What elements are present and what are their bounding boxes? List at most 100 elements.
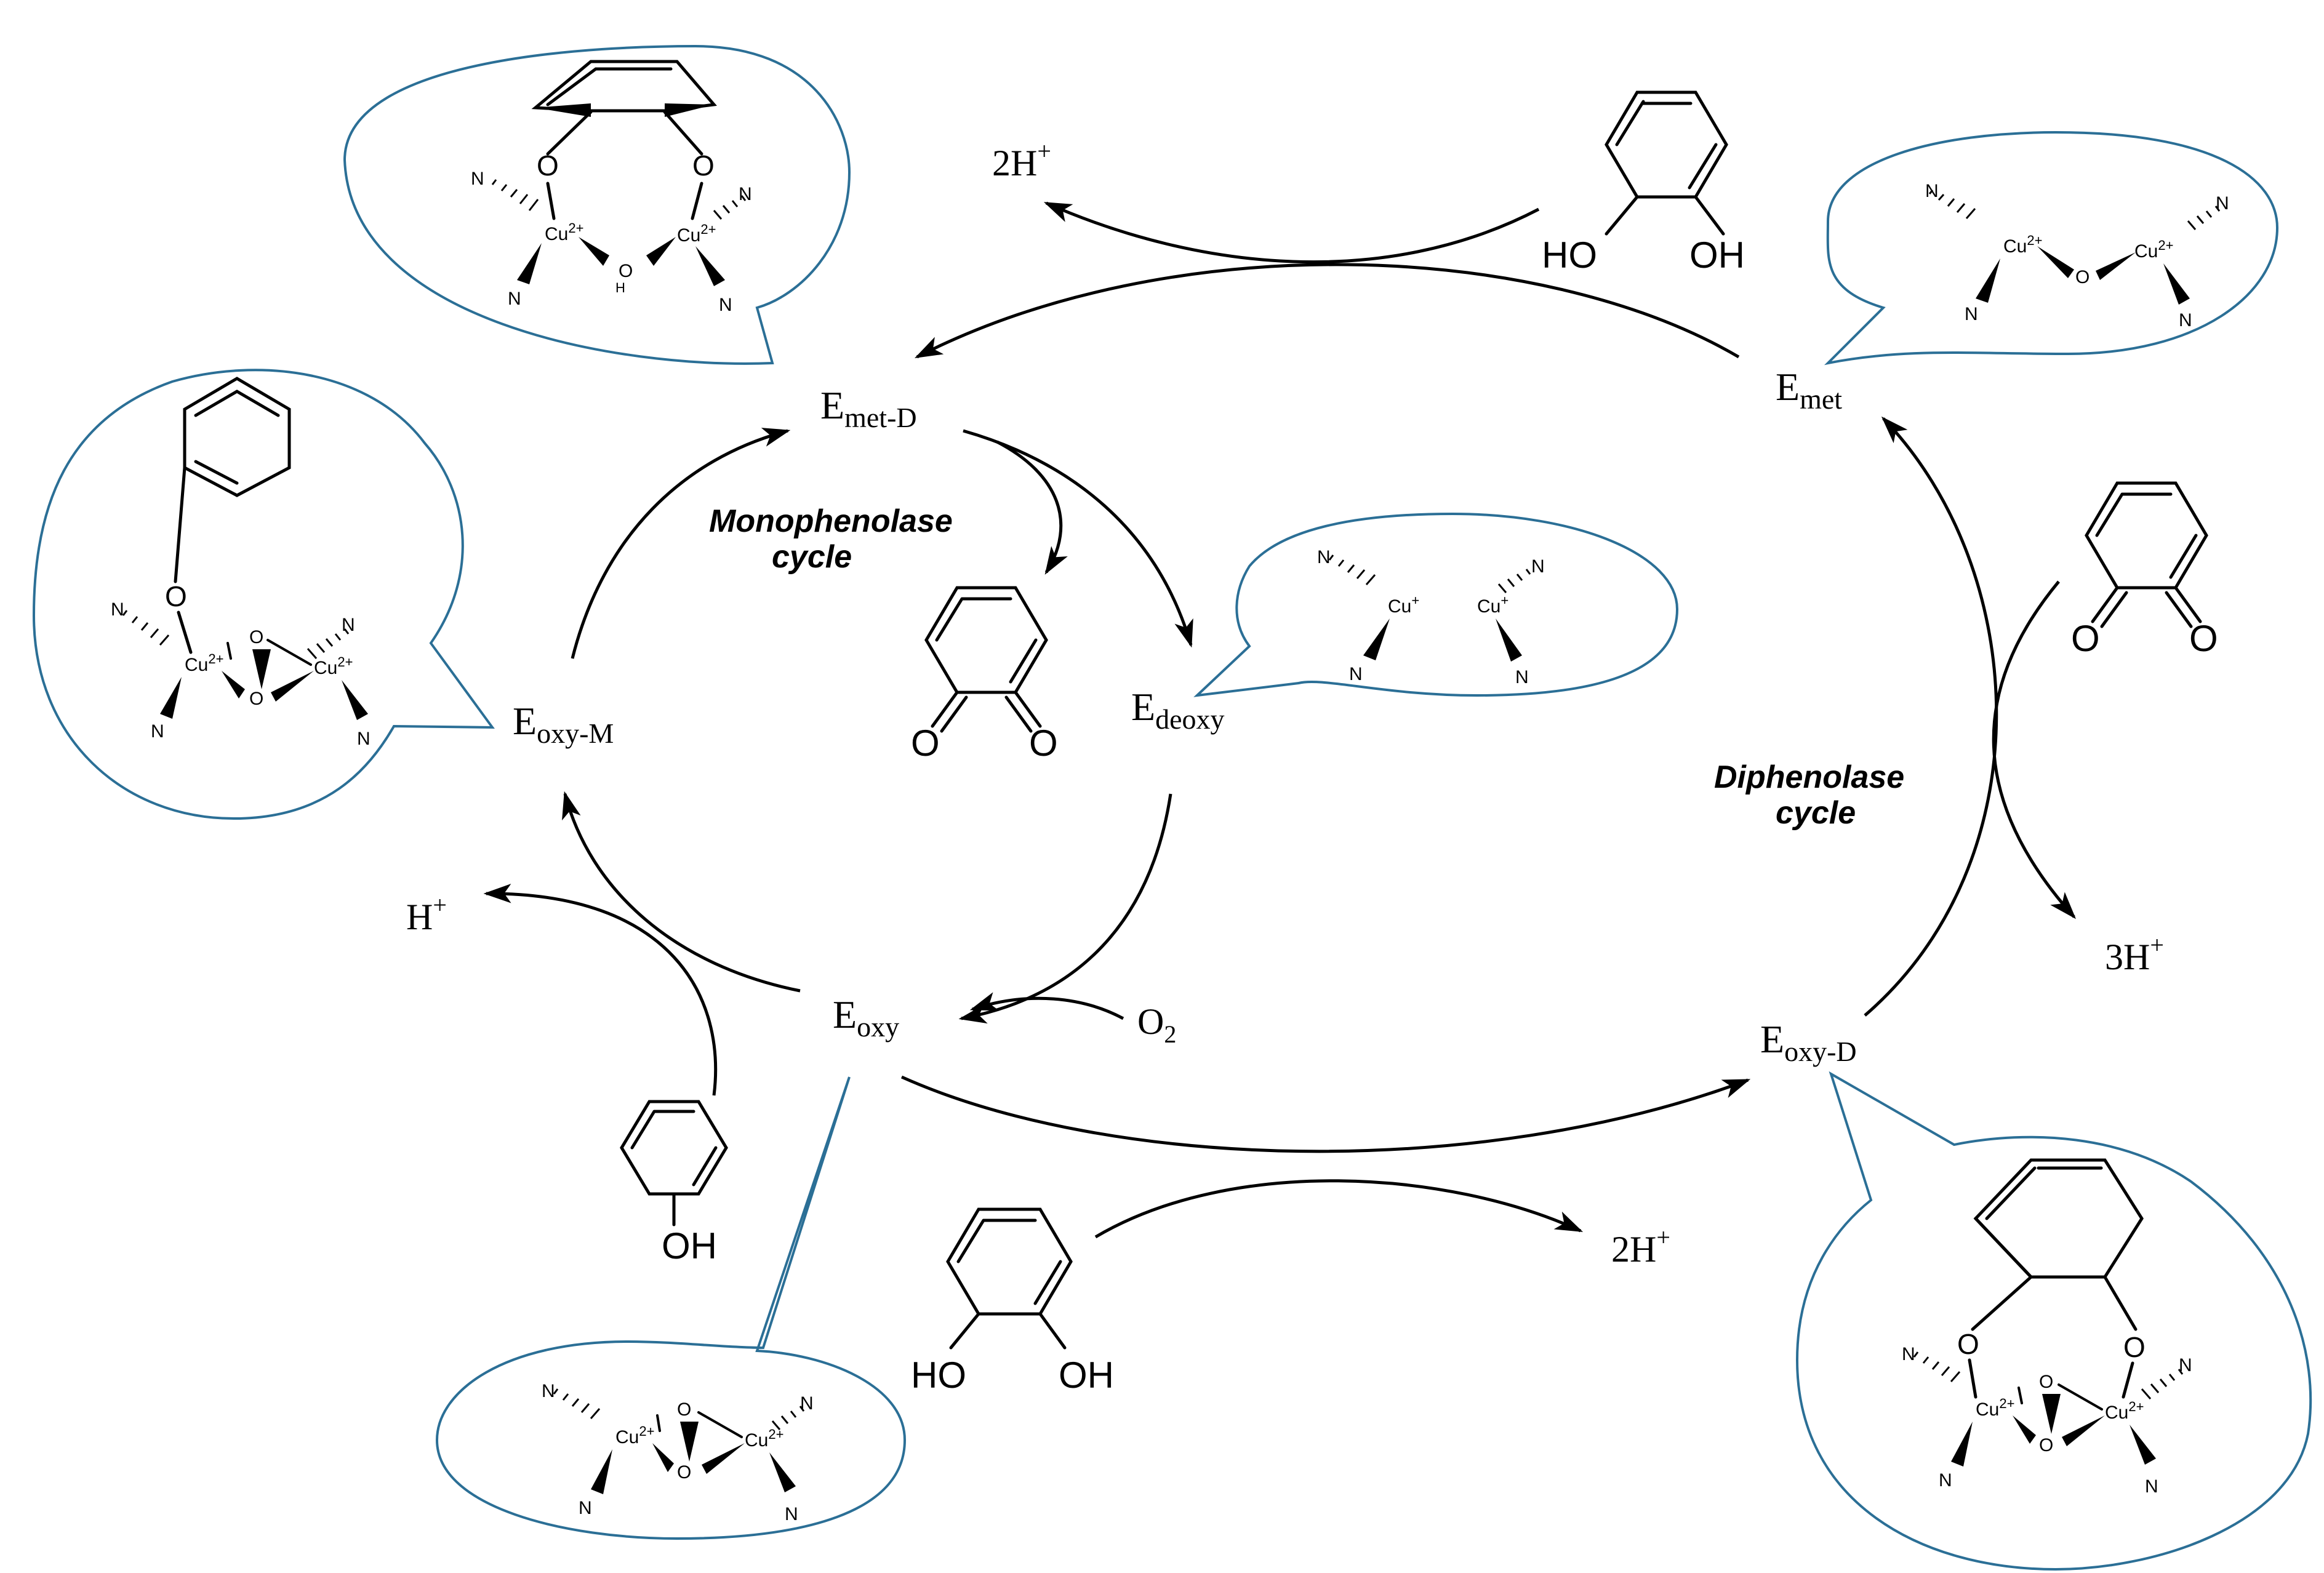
arrow-catechol-to-2h-top xyxy=(1043,201,1540,264)
deoxy-n4: N xyxy=(1515,667,1529,687)
arrow-oxy-m-to-met-d xyxy=(571,428,791,659)
diphenolase-label-line1: Diphenolase xyxy=(1714,759,1904,795)
species-3h: 3H+ xyxy=(2105,931,2164,977)
catechol-bottom-structure: HO OH xyxy=(911,1207,1114,1396)
catechol-top-oh-left: HO xyxy=(1542,234,1597,276)
phenol-oh: OH xyxy=(662,1225,717,1267)
met-d-oh-o: O xyxy=(619,261,633,281)
met-d-n2: N xyxy=(739,184,752,204)
catechol-top-structure: HO OH xyxy=(1542,90,1745,276)
bubble-oxy-complex xyxy=(435,1076,907,1540)
deoxy-n3: N xyxy=(1349,664,1363,684)
arrow-quinone-to-3h xyxy=(1992,580,2076,919)
bubble-met-complex xyxy=(1824,130,2279,366)
oxy-d-cu-left: Cu2+ xyxy=(1976,1396,2014,1420)
oxy-n1: N xyxy=(542,1381,555,1401)
oxy-m-o-top: O xyxy=(249,627,263,647)
species-labels: 2H+ 2H+ 3H+ H+ O2 xyxy=(406,137,2164,1270)
oxy-d-n4: N xyxy=(2145,1476,2158,1497)
monophenolase-label-line1: Monophenolase xyxy=(709,503,953,539)
met-d-cu-right: Cu2+ xyxy=(677,222,716,246)
species-o2: O2 xyxy=(1137,1001,1176,1048)
o-quinone-middle-structure: O O xyxy=(911,586,1058,764)
met-n2: N xyxy=(2216,193,2229,214)
cycle-labels: Monophenolase cycle Diphenolase cycle xyxy=(709,503,1904,831)
met-complex-structure: N N Cu2+ Cu2+ O N N xyxy=(1925,181,2229,330)
o-quinone-right-structure: O O xyxy=(2071,481,2218,659)
bubble-met-d-complex xyxy=(343,44,851,365)
oxy-m-cu-left: Cu2+ xyxy=(185,651,223,675)
oxy-m-cu-right: Cu2+ xyxy=(314,654,353,678)
deoxy-n2: N xyxy=(1531,556,1545,577)
o-quinone-middle-o-right: O xyxy=(1029,722,1058,764)
species-2h-bottom: 2H+ xyxy=(1611,1223,1670,1270)
oxy-n4: N xyxy=(785,1504,798,1524)
met-d-n3: N xyxy=(508,289,521,309)
oxy-d-o-right: O xyxy=(2123,1331,2146,1363)
oxy-n3: N xyxy=(579,1498,592,1518)
met-d-cu-left: Cu2+ xyxy=(545,220,583,244)
species-2h-top: 2H+ xyxy=(992,137,1051,183)
bubble-deoxy-complex xyxy=(1193,512,1679,697)
oxy-m-n3: N xyxy=(151,721,164,742)
arrow-met-d-to-deoxy xyxy=(963,429,1193,648)
oxy-m-n2: N xyxy=(342,615,355,635)
state-e-oxy-d: Eoxy-D xyxy=(1760,1017,1857,1067)
oxy-d-o-left: O xyxy=(1957,1328,1979,1360)
arrow-oxy-d-to-met xyxy=(1864,416,1998,1017)
species-h: H+ xyxy=(406,891,447,937)
oxy-o-top: O xyxy=(677,1399,691,1420)
oxy-m-complex-structure: O N N Cu2+ Cu2+ O O N N xyxy=(111,377,371,749)
diphenolase-label-line2: cycle xyxy=(1776,795,1856,831)
met-cu-right: Cu2+ xyxy=(2134,238,2173,262)
met-n1: N xyxy=(1925,181,1939,201)
arrow-o2-to-oxy xyxy=(969,992,1124,1020)
oxy-d-n1: N xyxy=(1902,1344,1915,1364)
oxy-cu-left: Cu2+ xyxy=(615,1423,654,1447)
oxy-m-n1: N xyxy=(111,599,124,620)
met-d-o-right: O xyxy=(692,150,715,182)
met-d-oh-h: H xyxy=(615,280,625,295)
oxy-o-bottom: O xyxy=(677,1462,691,1483)
oxy-m-o-bottom: O xyxy=(249,689,263,709)
catechol-bottom-oh-right: OH xyxy=(1059,1355,1114,1396)
oxy-m-phenoxy-o: O xyxy=(165,580,187,612)
deoxy-cu-right: Cu+ xyxy=(1477,593,1509,617)
state-e-deoxy: Edeoxy xyxy=(1131,685,1225,735)
arrow-oxy-to-oxy-d xyxy=(900,1075,1751,1153)
met-d-n1: N xyxy=(471,169,484,189)
arrow-catechol-to-2h-bottom xyxy=(1094,1179,1584,1239)
oxy-complex-structure: N N Cu2+ Cu2+ O O N N xyxy=(542,1381,814,1524)
met-bridge-o: O xyxy=(2075,267,2090,287)
o-quinone-right-o-left: O xyxy=(2071,618,2100,659)
arrow-met-d-to-quinone xyxy=(996,440,1068,575)
o-quinone-right-o-right: O xyxy=(2189,618,2218,659)
met-n3: N xyxy=(1965,304,1978,324)
oxy-d-cu-right: Cu2+ xyxy=(2105,1399,2144,1423)
deoxy-complex-structure: N N Cu+ Cu+ N N xyxy=(1317,547,1545,687)
met-d-n4: N xyxy=(719,295,732,315)
oxy-n2: N xyxy=(800,1393,814,1414)
state-e-oxy: Eoxy xyxy=(833,993,899,1043)
met-d-complex-structure: O O Cu2+ Cu2+ N N N N O H xyxy=(471,60,752,315)
enzyme-state-labels: Emet-D Emet Edeoxy Eoxy-M Eoxy Eoxy-D xyxy=(513,365,1857,1067)
oxy-d-o-bottom: O xyxy=(2039,1435,2053,1455)
bubble-oxy-d-complex xyxy=(1795,1071,2312,1571)
oxy-d-o-top: O xyxy=(2039,1372,2053,1392)
met-d-o-left: O xyxy=(537,150,559,182)
reaction-arrows xyxy=(483,201,2076,1239)
monophenolase-label-line2: cycle xyxy=(772,539,852,575)
met-cu-left: Cu2+ xyxy=(2003,233,2042,257)
phenol-structure: OH xyxy=(620,1100,728,1267)
oxy-d-n3: N xyxy=(1939,1470,1952,1491)
state-e-met: Emet xyxy=(1776,365,1842,415)
state-e-met-d: Emet-D xyxy=(820,383,917,433)
catechol-bottom-oh-left: HO xyxy=(911,1355,966,1396)
oxy-cu-right: Cu2+ xyxy=(745,1427,783,1451)
oxy-d-complex-structure: O O N N Cu2+ Cu2+ O O N N xyxy=(1902,1158,2192,1497)
met-n4: N xyxy=(2179,310,2192,330)
o-quinone-middle-o-left: O xyxy=(911,722,940,764)
deoxy-n1: N xyxy=(1317,547,1331,567)
arrow-met-to-met-d xyxy=(914,263,1740,359)
arrow-deoxy-to-oxy xyxy=(958,793,1172,1024)
